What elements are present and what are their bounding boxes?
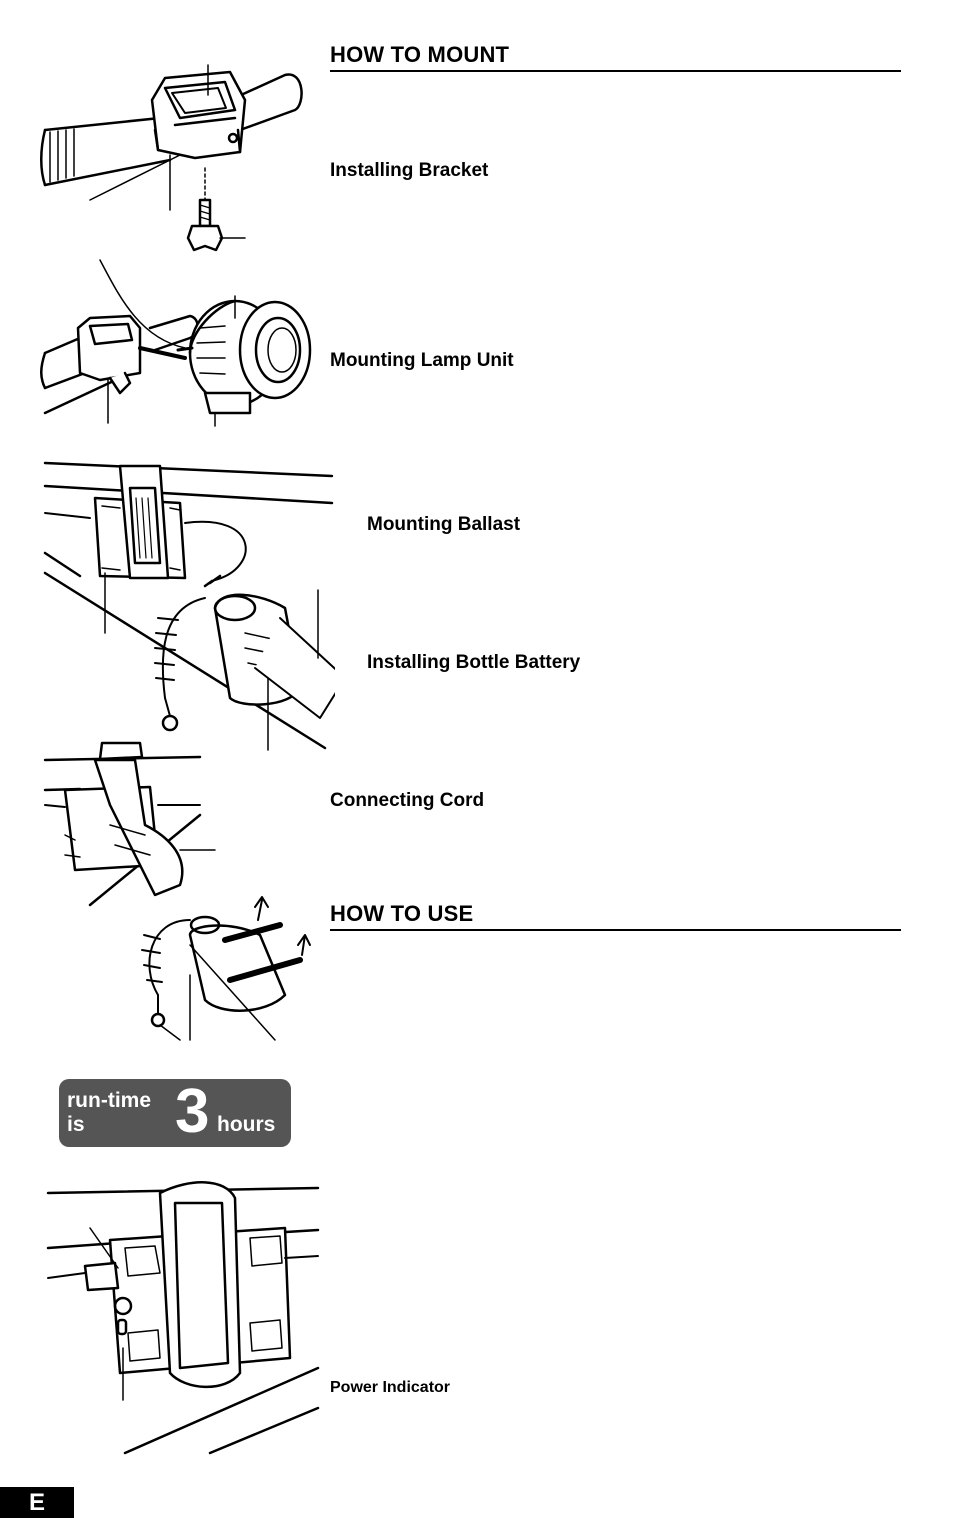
- ballast-battery-illustration: [40, 458, 335, 753]
- page-language-tab: E: [0, 1487, 74, 1518]
- how-to-mount-heading: HOW TO MOUNT: [330, 42, 901, 72]
- mounting-lamp-unit-label: Mounting Lamp Unit: [330, 350, 514, 371]
- run-time-is-text: is: [67, 1113, 85, 1136]
- installing-bottle-battery-label: Installing Bottle Battery: [367, 652, 581, 673]
- run-time-text: run-time: [67, 1089, 151, 1112]
- connecting-cord-illustration: [40, 735, 315, 1045]
- run-time-unit: hours: [217, 1113, 276, 1136]
- power-indicator-label: Power Indicator: [330, 1379, 451, 1396]
- power-indicator-illustration: [40, 1178, 325, 1458]
- run-time-badge: run-time is 3 hours: [59, 1079, 291, 1147]
- connecting-cord-label: Connecting Cord: [330, 790, 485, 811]
- lamp-unit-illustration: [40, 258, 320, 433]
- run-time-number: 3: [175, 1077, 210, 1146]
- bracket-illustration: [40, 60, 310, 260]
- mounting-ballast-label: Mounting Ballast: [367, 514, 521, 535]
- how-to-use-heading: HOW TO USE: [330, 901, 901, 931]
- installing-bracket-label: Installing Bracket: [330, 160, 489, 181]
